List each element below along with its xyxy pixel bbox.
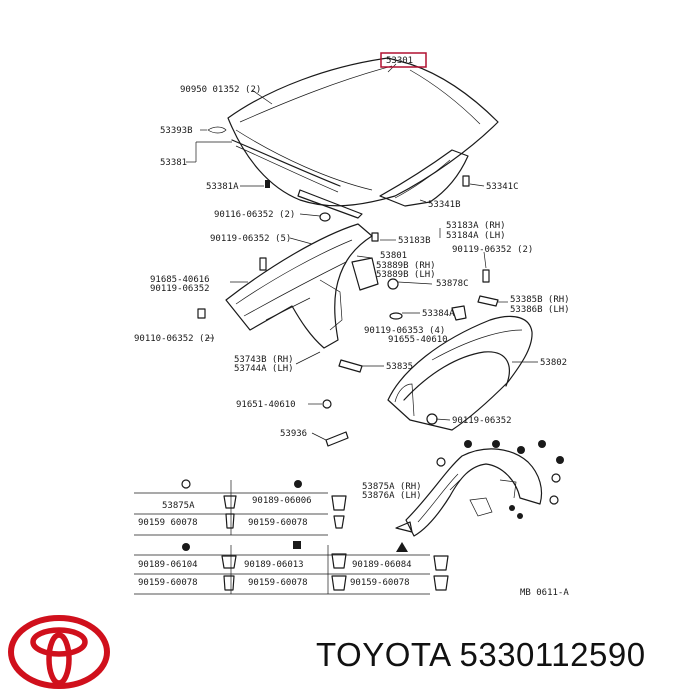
label: 53743B (RH) — [234, 355, 294, 365]
wheel-liner — [405, 448, 543, 537]
part-labels: 90950 01352 (2) 53393B 53381 53381A 5334… — [134, 85, 570, 598]
table-cell: 90189-06084 — [352, 560, 412, 570]
table-cell: 90189-06104 — [138, 560, 198, 570]
table-cell: 90159-60078 — [248, 518, 308, 528]
label: 53801 — [380, 251, 407, 261]
label: 53385B (RH) — [510, 295, 570, 305]
label: 90119-06353 (4) — [364, 326, 445, 336]
fender-apron — [225, 223, 379, 349]
label: 91651-40610 — [236, 400, 296, 410]
label: 91685-40616 — [150, 275, 210, 285]
label: 90950 01352 (2) — [180, 85, 261, 95]
label: 53381 — [160, 158, 187, 168]
label: 53744A (LH) — [234, 364, 294, 374]
label: 53936 — [280, 429, 307, 439]
hood-seal — [231, 139, 341, 193]
label: 53341B — [428, 200, 461, 210]
label: 53875A (RH) — [362, 482, 422, 492]
table-cell: 90159 60078 — [138, 518, 198, 528]
label: 53889B (LH) — [376, 270, 436, 280]
label: 90119-06352 (2) — [452, 245, 533, 255]
label: 53183B — [398, 236, 431, 246]
brand-name: TOYOTA — [316, 636, 450, 673]
table-cell: 90159-60078 — [138, 578, 198, 588]
main-part-highlight — [380, 52, 427, 68]
label: 53386B (LH) — [510, 305, 570, 315]
label: 53393B — [160, 126, 193, 136]
label: 53384A — [422, 309, 455, 319]
table-cell: 90159-60078 — [248, 578, 308, 588]
label: 90119-06352 (5) — [210, 234, 291, 244]
label: 90110-06352 (2) — [134, 334, 215, 344]
label-main-part: 53301 — [386, 56, 413, 66]
fastener-table: 53875A 90189-06006 90159 60078 90159-600… — [134, 479, 449, 595]
label: 53835 — [386, 362, 413, 372]
label: 53878C — [436, 279, 469, 289]
label: 53876A (LH) — [362, 491, 422, 501]
hood-insulator — [379, 149, 469, 207]
table-cell: 90189-06013 — [244, 560, 304, 570]
label: 53889B (RH) — [376, 261, 436, 271]
label: 53183A (RH) — [446, 221, 506, 231]
fastener-symbols — [197, 126, 564, 533]
toyota-logo-icon — [8, 615, 110, 689]
label: 53802 — [540, 358, 567, 368]
table-cell: 90189-06006 — [252, 496, 312, 506]
front-fender — [387, 315, 533, 431]
table-cell: 90159-60078 — [350, 578, 410, 588]
hood-panel — [227, 57, 499, 207]
diagram-code: MB 0611-A — [520, 588, 569, 598]
leader-lines — [186, 63, 538, 491]
label: 90119-06352 — [452, 416, 512, 426]
label: 53381A — [206, 182, 239, 192]
label: 53184A (LH) — [446, 231, 506, 241]
part-number: 5330112590 — [459, 636, 646, 673]
hood-strip — [297, 189, 363, 219]
label: 91655-40610 — [388, 335, 448, 345]
label: 90116-06352 (2) — [214, 210, 295, 220]
label: 90119-06352 — [150, 284, 210, 294]
label: 53341C — [486, 182, 519, 192]
brand-caption: TOYOTA 5330112590 — [316, 636, 646, 674]
table-cell: 53875A — [162, 501, 195, 511]
